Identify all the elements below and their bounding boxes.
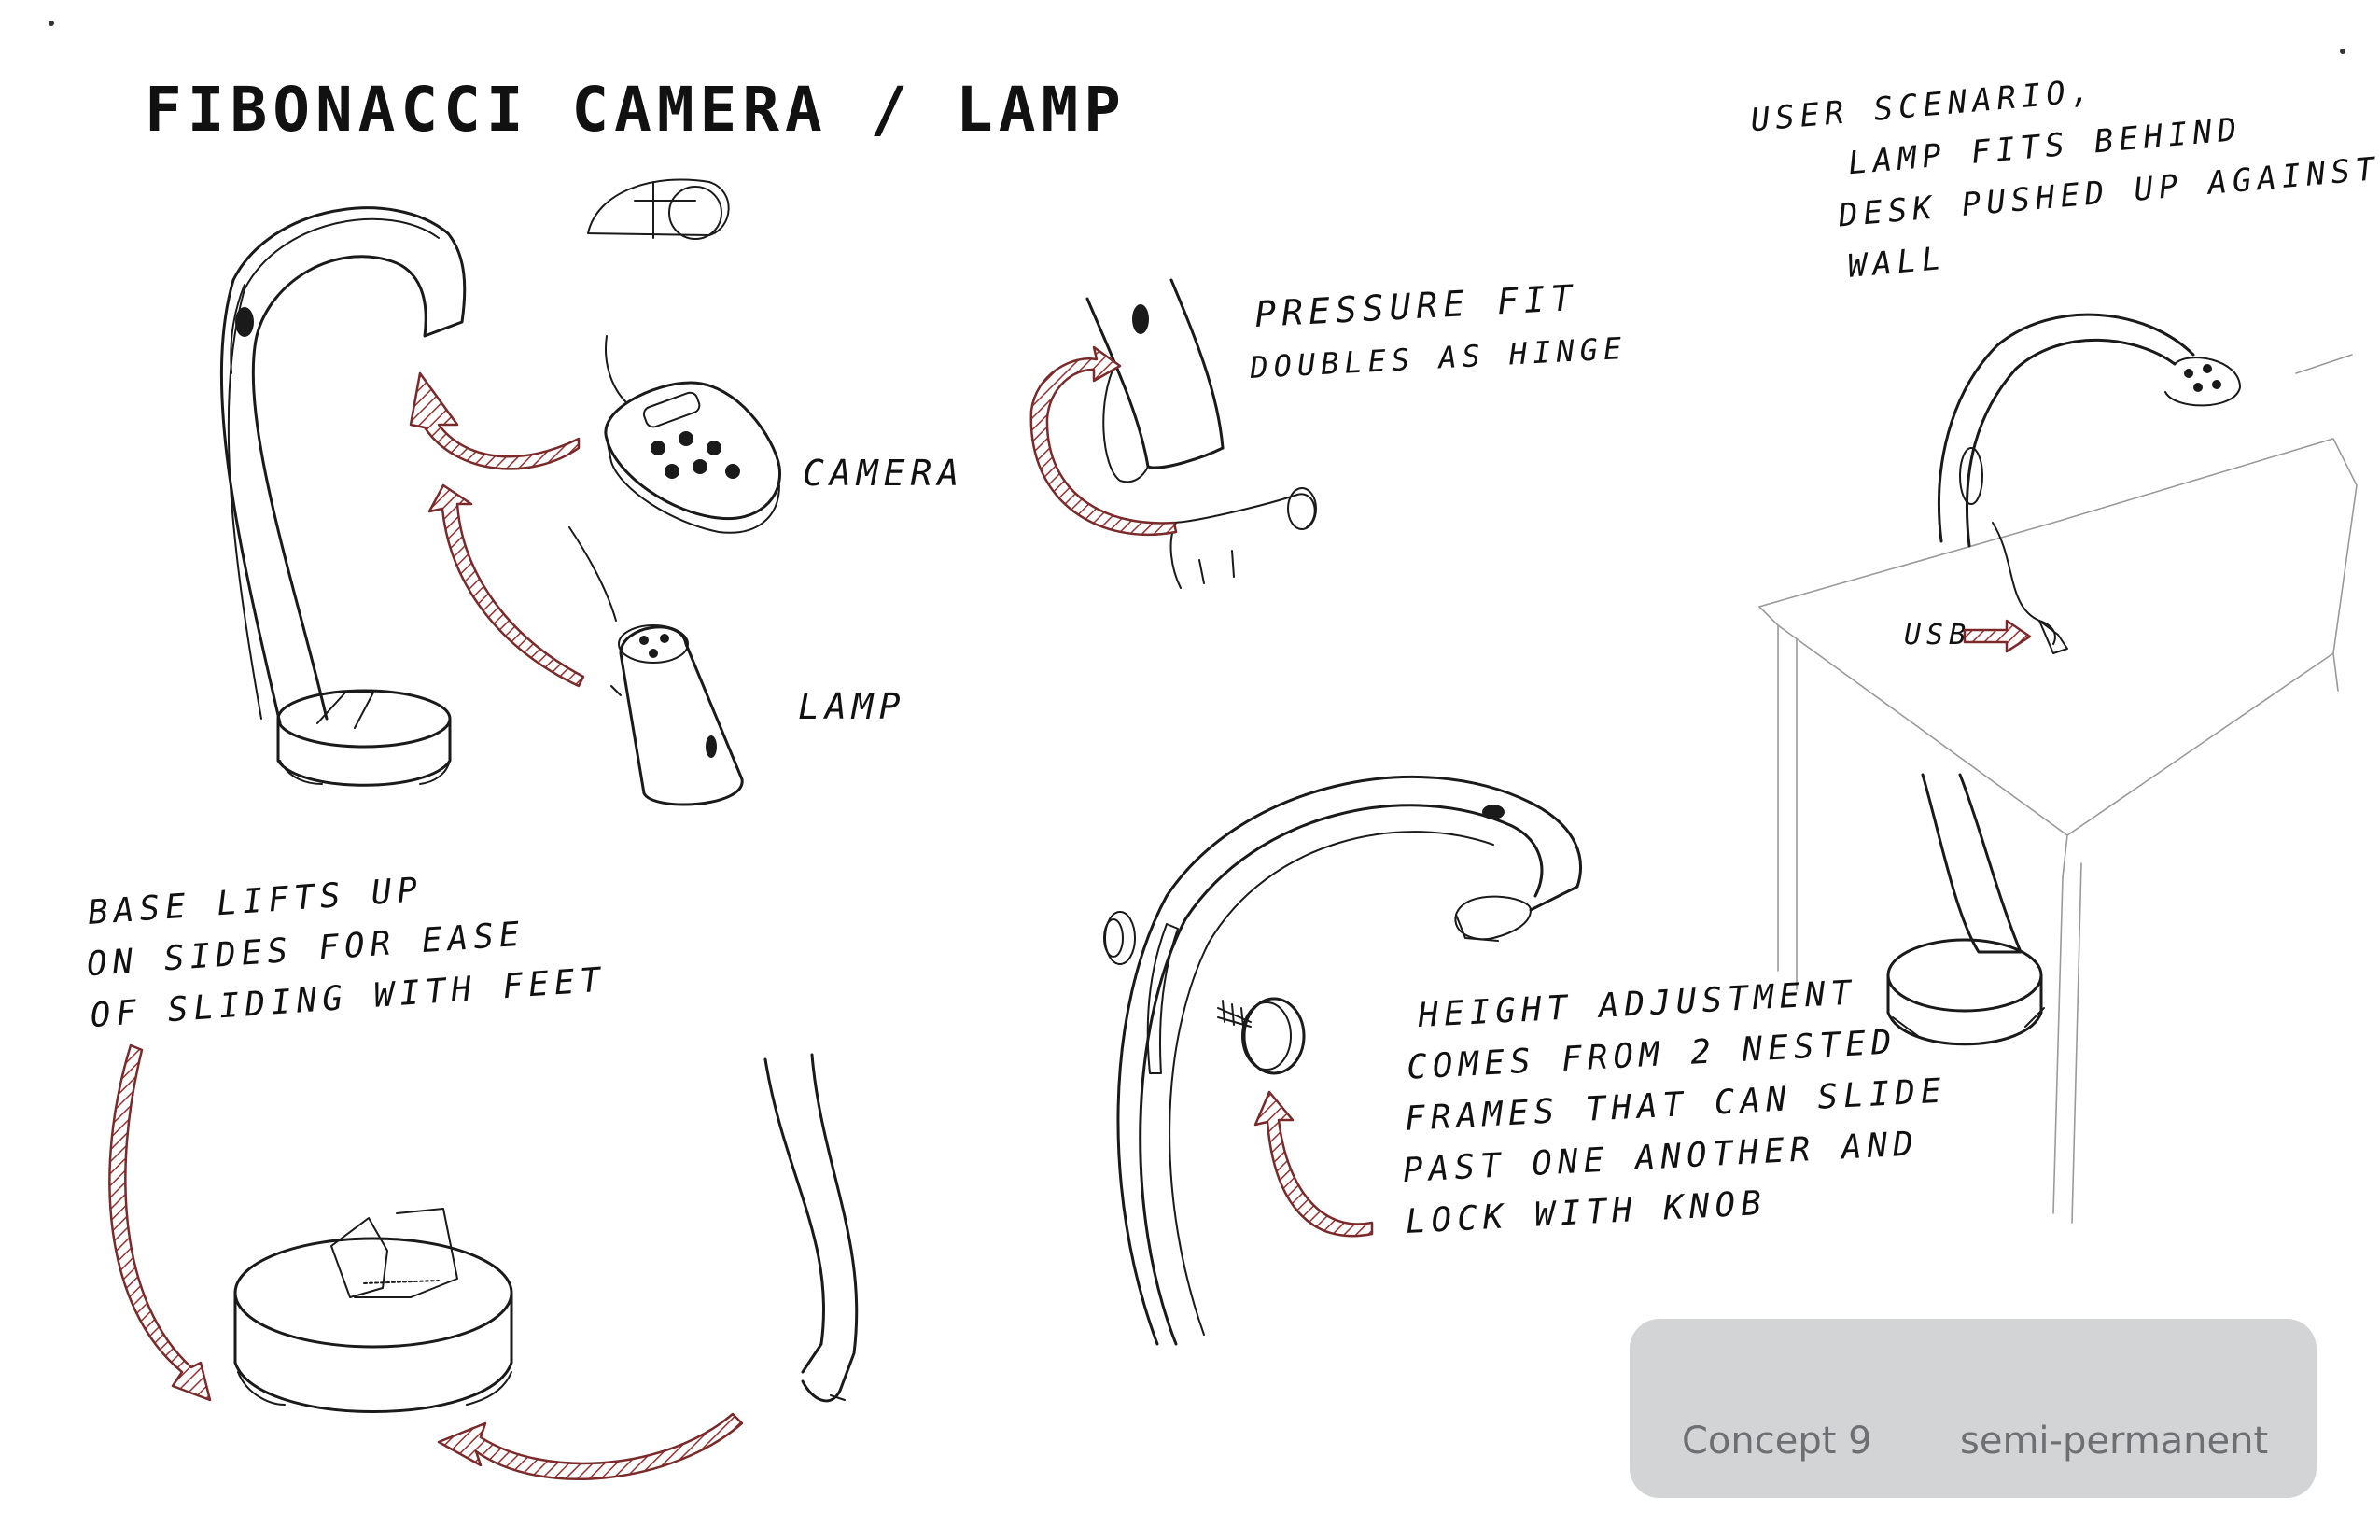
desk-scenario-sketch xyxy=(1758,313,2358,1224)
svg-text:USER SCENARIO, LAMP FITS: USER SCENARIO, LAMP FITS BEHIND DESK PUS… xyxy=(1749,46,2380,293)
base-note-line-1: BASE LIFTS UP xyxy=(87,871,425,932)
stray-mark xyxy=(49,21,54,26)
concept-type: semi-permanent xyxy=(1960,1420,2269,1463)
title-doodle xyxy=(587,178,730,240)
arrow-camera-to-arc xyxy=(409,371,581,470)
main-lamp-sketch xyxy=(219,206,467,787)
concept-number: Concept 9 xyxy=(1682,1420,1872,1463)
frame-end-sketch xyxy=(763,1053,859,1403)
arrow-knob xyxy=(1253,1090,1374,1238)
height-note-line-1: HEIGHT ADJUSTMENT xyxy=(1416,973,1857,1035)
height-note-line-5: LOCK WITH KNOB xyxy=(1405,1184,1768,1241)
base-detail-sketch xyxy=(233,1208,513,1413)
usb-label: USB xyxy=(1904,619,1971,651)
svg-text:PRESSURE FIT: PRESSURE FIT xyxy=(1253,277,1578,335)
svg-text:HEIGHT ADJUSTMENT COMES FR: HEIGHT ADJUSTMENT COMES FROM 2 NESTED FR… xyxy=(1393,968,1979,1241)
arrow-usb xyxy=(1963,619,2032,653)
arrow-lamp-to-arc xyxy=(427,483,585,688)
scenario-note: USER SCENARIO, LAMP FITS BEHIND DESK PUS… xyxy=(1749,46,2380,293)
concept-badge: Concept 9 semi-permanent xyxy=(1630,1319,2317,1498)
camera-module-sketch xyxy=(604,335,782,534)
svg-text:DOUBLES AS HINGE: DOUBLES AS HINGE xyxy=(1248,330,1628,385)
arrow-base-left xyxy=(108,1043,212,1402)
hinge-note-line-1: PRESSURE FIT xyxy=(1253,277,1578,335)
hinge-note-line-2: DOUBLES AS HINGE xyxy=(1248,330,1628,385)
lamp-module-sketch xyxy=(568,526,744,806)
camera-label: CAMERA xyxy=(803,453,964,494)
svg-text:BASE LIFTS UP ON SIDES FOR: BASE LIFTS UP ON SIDES FOR EASE OF SLIDI… xyxy=(82,859,608,1035)
arrow-base-bottom xyxy=(437,1412,744,1480)
height-adjust-sketch xyxy=(1103,775,1582,1346)
stray-mark xyxy=(2340,49,2345,54)
scenario-note-line-4: WALL xyxy=(1846,240,1948,286)
arrow-hinge xyxy=(1029,345,1178,537)
lamp-label: LAMP xyxy=(798,686,906,727)
sheet-title: FIBONACCI CAMERA / LAMP xyxy=(145,74,1127,146)
